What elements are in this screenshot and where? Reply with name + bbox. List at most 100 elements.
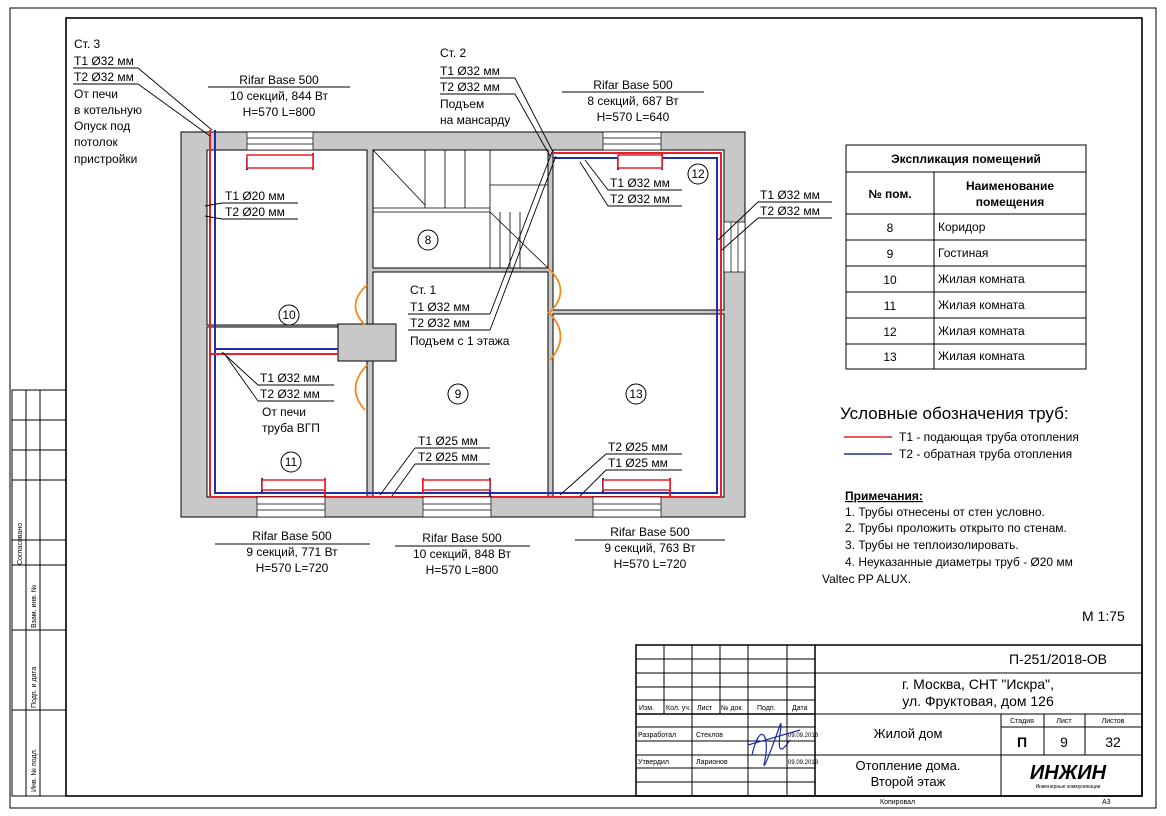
radiator-13-spec: 9 секций, 763 Вт [604,541,696,555]
radiator-9-size: H=570 L=800 [426,563,499,577]
explication-row-num: 10 [883,273,897,287]
room-8-number: 8 [425,233,432,247]
st2-note-1: Подъем [440,97,484,111]
sheets-value: 32 [1105,734,1121,750]
room-10 [206,149,368,326]
st1-t2: Т2 Ø32 мм [410,316,470,330]
developer-role: Разработал [638,731,676,739]
stove-note-2: труба ВГП [262,421,320,435]
logo-subtitle: Инженерные коммуникации [1036,784,1101,790]
radiator-room-12 [617,154,663,169]
st3-name: Ст. 3 [74,37,101,51]
room-10-number: 10 [282,308,296,322]
stove-t2: Т2 Ø32 мм [260,387,320,401]
st1-name: Ст. 1 [410,283,437,297]
supply-pipe [209,130,722,498]
sheet-title-2: Второй этаж [871,774,946,789]
radiator-9-spec: 10 секций, 848 Вт [413,547,512,561]
explication-row-num: 11 [884,299,897,313]
stage-value: П [1017,734,1027,750]
room-11-number: 11 [285,455,298,469]
explication-row-num: 9 [887,247,894,261]
explication-row-name: Гостиная [938,246,988,260]
right-wall-t1: Т1 Ø32 мм [760,188,820,202]
explication-row-num: 13 [883,350,897,364]
st1-note: Подъем с 1 этажа [410,334,510,348]
room-8-marker [417,229,439,251]
radiator-10-size: H=570 L=800 [243,105,316,119]
radiator-room-9 [422,479,491,491]
st3-note-3: Опуск под [74,119,130,133]
explication-row-name: Жилая комната [938,324,1025,338]
room-9-number: 9 [455,387,462,401]
radiator-11-size: H=570 L=720 [256,561,329,575]
room-11-marker [280,451,302,473]
col-head: Изм. [639,705,654,712]
side-stamp-agreed: Согласовано [17,523,24,565]
approver-date: 09.09.2018 [788,760,819,766]
doc-code: П-251/2018-ОВ [1009,651,1107,667]
room-9-marker [447,383,469,405]
col-head: Дата [792,705,808,712]
radiator-room-13 [602,479,671,491]
note-item: 4. Неуказанные диаметры труб - Ø20 мм [845,555,1073,569]
room13-t2: Т2 Ø25 мм [608,440,668,454]
approver-name: Ларионов [696,759,728,766]
outer-frame [9,7,1157,809]
radiator-room-11 [261,479,326,491]
explication-row-name: Коридор [938,220,986,234]
explication-title: Экспликация помещений [891,152,1041,166]
address-line-2: ул. Фруктовая, дом 126 [902,693,1054,709]
room-13-marker [625,383,647,405]
explication-col-name-1: Наименование [966,179,1054,193]
door-arcs [354,267,562,411]
notes: Примечания: 1. Трубы отнесены от стен ус… [822,489,1125,624]
copied-label: Копировал [880,799,915,806]
st2-t2: Т2 Ø32 мм [440,80,500,94]
windows [246,131,746,518]
scale: М 1:75 [1082,608,1125,624]
radiator-10-spec: 10 секций, 844 Вт [230,89,329,103]
sheets-header: Листов [1102,718,1125,725]
title-block-text: П-251/2018-ОВ г. Москва, СНТ "Искра", ул… [638,651,1125,806]
side-stamp: Согласовано Взам. инв. № Подп. и дата Ин… [11,389,67,797]
st3-note-1: От печи [74,87,118,101]
logo: ИНЖИН [1030,762,1107,784]
sheet-header: Лист [1056,718,1072,725]
explication-row-name: Жилая комната [938,272,1025,286]
room10-t2: Т2 Ø20 мм [225,205,285,219]
explication-col-name-2: помещения [976,195,1044,209]
developer-name: Стеклов [696,732,723,739]
explication-col-num: № пом. [868,187,911,201]
room-10-marker [278,304,300,326]
radiator-boxes [246,154,671,491]
col-head: Лист [697,705,713,712]
room9-t1: Т1 Ø25 мм [418,434,478,448]
room-12-number: 12 [691,167,705,181]
legend-supply-label: Т1 - подающая труба отопления [899,430,1079,444]
st1-t1: Т1 Ø32 мм [410,300,470,314]
right-wall-t2: Т2 Ø32 мм [760,204,820,218]
room9-t2: Т2 Ø25 мм [418,450,478,464]
floor-plan: 8 9 10 11 12 13 [180,130,746,518]
room-12-marker [687,163,709,185]
approver-role: Утвердил [638,759,669,766]
stove-t1: Т1 Ø32 мм [260,371,320,385]
st3-t2: Т2 Ø32 мм [74,70,134,84]
building-name: Жилой дом [874,726,943,741]
note-item: 1. Трубы отнесены от стен условно. [845,505,1045,519]
radiator-room-10 [246,154,314,169]
sheet-title-1: Отопление дома. [856,758,961,773]
st2-note-2: на мансарду [440,113,510,127]
room-13 [552,313,725,498]
signature [747,723,801,766]
notes-title: Примечания: [845,489,923,503]
legend-return-label: Т2 - обратная труба отопления [899,447,1072,461]
radiator-10-model: Rifar Base 500 [239,73,319,87]
st2-t1: Т1 Ø32 мм [440,64,500,78]
developer-date: 09.09.2018 [788,733,819,739]
note-item: 2. Трубы проложить открыто по стенам. [845,521,1067,535]
col-head: Кол. уч. [666,705,691,712]
st2-name: Ст. 2 [440,46,467,60]
